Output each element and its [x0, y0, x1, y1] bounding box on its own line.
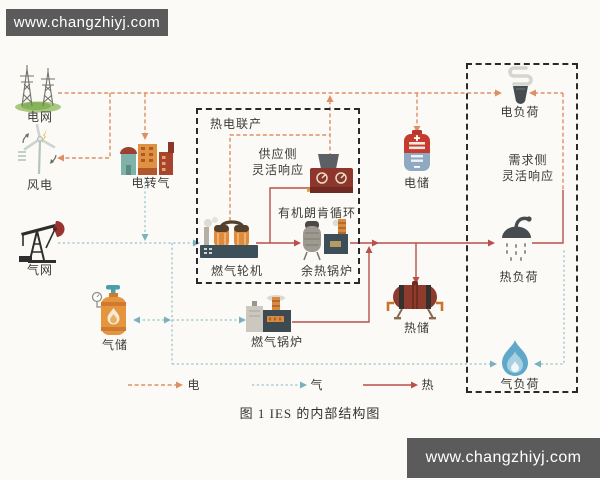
- gas-turbine-label: 燃气轮机: [210, 264, 263, 278]
- gas-lines: [58, 177, 565, 368]
- legend-electricity-label: 电: [187, 378, 201, 392]
- gas-boiler-icon: [246, 295, 291, 332]
- orc-label: 有机朗肯循环: [277, 206, 356, 220]
- elec-storage-label: 电储: [403, 176, 430, 190]
- gas-boiler-label: 燃气锅炉: [250, 335, 303, 349]
- shower-head-icon: [502, 216, 532, 261]
- chp-group-box: [196, 108, 360, 284]
- watermark-bottom: www.changzhiyj.com: [407, 438, 600, 478]
- gas-flame-icon: [502, 340, 528, 376]
- light-bulb-icon: [508, 66, 533, 104]
- demand-side-text: 需求侧 灵活响应: [472, 152, 584, 184]
- figure-caption: 图 1 IES 的内部结构图: [239, 406, 381, 421]
- supply-side-line2: 灵活响应: [251, 163, 304, 177]
- chp-box-title: 热电联产: [210, 117, 263, 131]
- wind-label: 风电: [26, 178, 53, 192]
- supply-side-line1: 供应侧: [258, 147, 298, 161]
- wind-turbine-icon: [18, 124, 57, 175]
- waste-heat-boiler-label: 余热锅炉: [300, 264, 353, 278]
- gas-load-label: 气负荷: [500, 377, 540, 391]
- heat-storage-label: 热储: [403, 321, 430, 335]
- legend-lines: [128, 381, 418, 389]
- waste-heat-boiler-icon: [303, 219, 348, 261]
- oil-pumpjack-icon: [19, 220, 65, 263]
- electric-lines: [57, 89, 564, 221]
- gas-storage-label: 气储: [101, 338, 128, 352]
- gas-tank-icon: [91, 285, 126, 335]
- watermark-top: www.changzhiyj.com: [6, 9, 168, 36]
- grid-label: 电网: [26, 110, 53, 124]
- demand-side-line2: 灵活响应: [501, 169, 554, 183]
- gas-network-label: 气网: [26, 263, 53, 277]
- elec-load-label: 电负荷: [500, 105, 540, 119]
- power-grid-towers-icon: [15, 65, 61, 113]
- demand-side-line1: 需求侧: [508, 153, 548, 167]
- heat-lines: [256, 187, 564, 323]
- battery-icon: [404, 130, 430, 171]
- supply-side-text: 供应侧 灵活响应: [208, 146, 348, 178]
- heat-storage-tank-icon: [386, 281, 444, 320]
- orc-generator-icon: [307, 154, 353, 193]
- power-to-gas-plant-icon: [120, 142, 174, 175]
- demand-group-box: [466, 63, 578, 393]
- legend-gas-label: 气: [310, 378, 324, 392]
- p2g-label: 电转气: [131, 176, 171, 190]
- heat-load-label: 热负荷: [499, 270, 539, 284]
- legend-heat-label: 热: [421, 378, 435, 392]
- gas-turbine-icon: [200, 217, 258, 258]
